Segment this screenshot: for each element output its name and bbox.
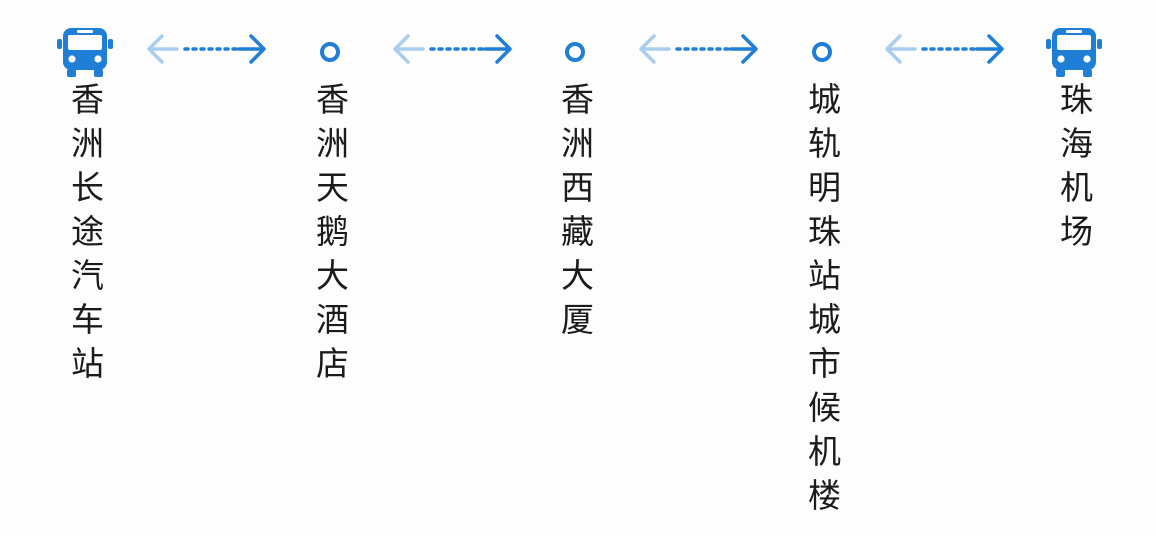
stop-name: 城轨明珠站城市候机楼 [802, 82, 842, 522]
bidirectional-arrow-icon [883, 34, 1007, 64]
bus-icon [56, 26, 114, 78]
stop-name: 香洲西藏大厦 [555, 82, 595, 346]
stop-name: 珠海机场 [1054, 82, 1094, 258]
route-stop: 香洲西藏大厦 [545, 26, 605, 346]
route-stop: 珠海机场 [1044, 26, 1104, 258]
route-stop: 城轨明珠站城市候机楼 [792, 26, 852, 522]
bidirectional-arrow-icon [391, 34, 515, 64]
route-stop: 香洲长途汽车站 [55, 26, 115, 390]
bidirectional-arrow-icon [145, 34, 269, 64]
stop-name: 香洲长途汽车站 [65, 82, 105, 390]
stop-name: 香洲天鹅大酒店 [310, 82, 350, 390]
stop-ring-icon [809, 26, 835, 78]
stop-ring-icon [562, 26, 588, 78]
stop-ring-icon [317, 26, 343, 78]
route-stop: 香洲天鹅大酒店 [300, 26, 360, 390]
bidirectional-arrow-icon [637, 34, 761, 64]
bus-icon [1045, 26, 1103, 78]
